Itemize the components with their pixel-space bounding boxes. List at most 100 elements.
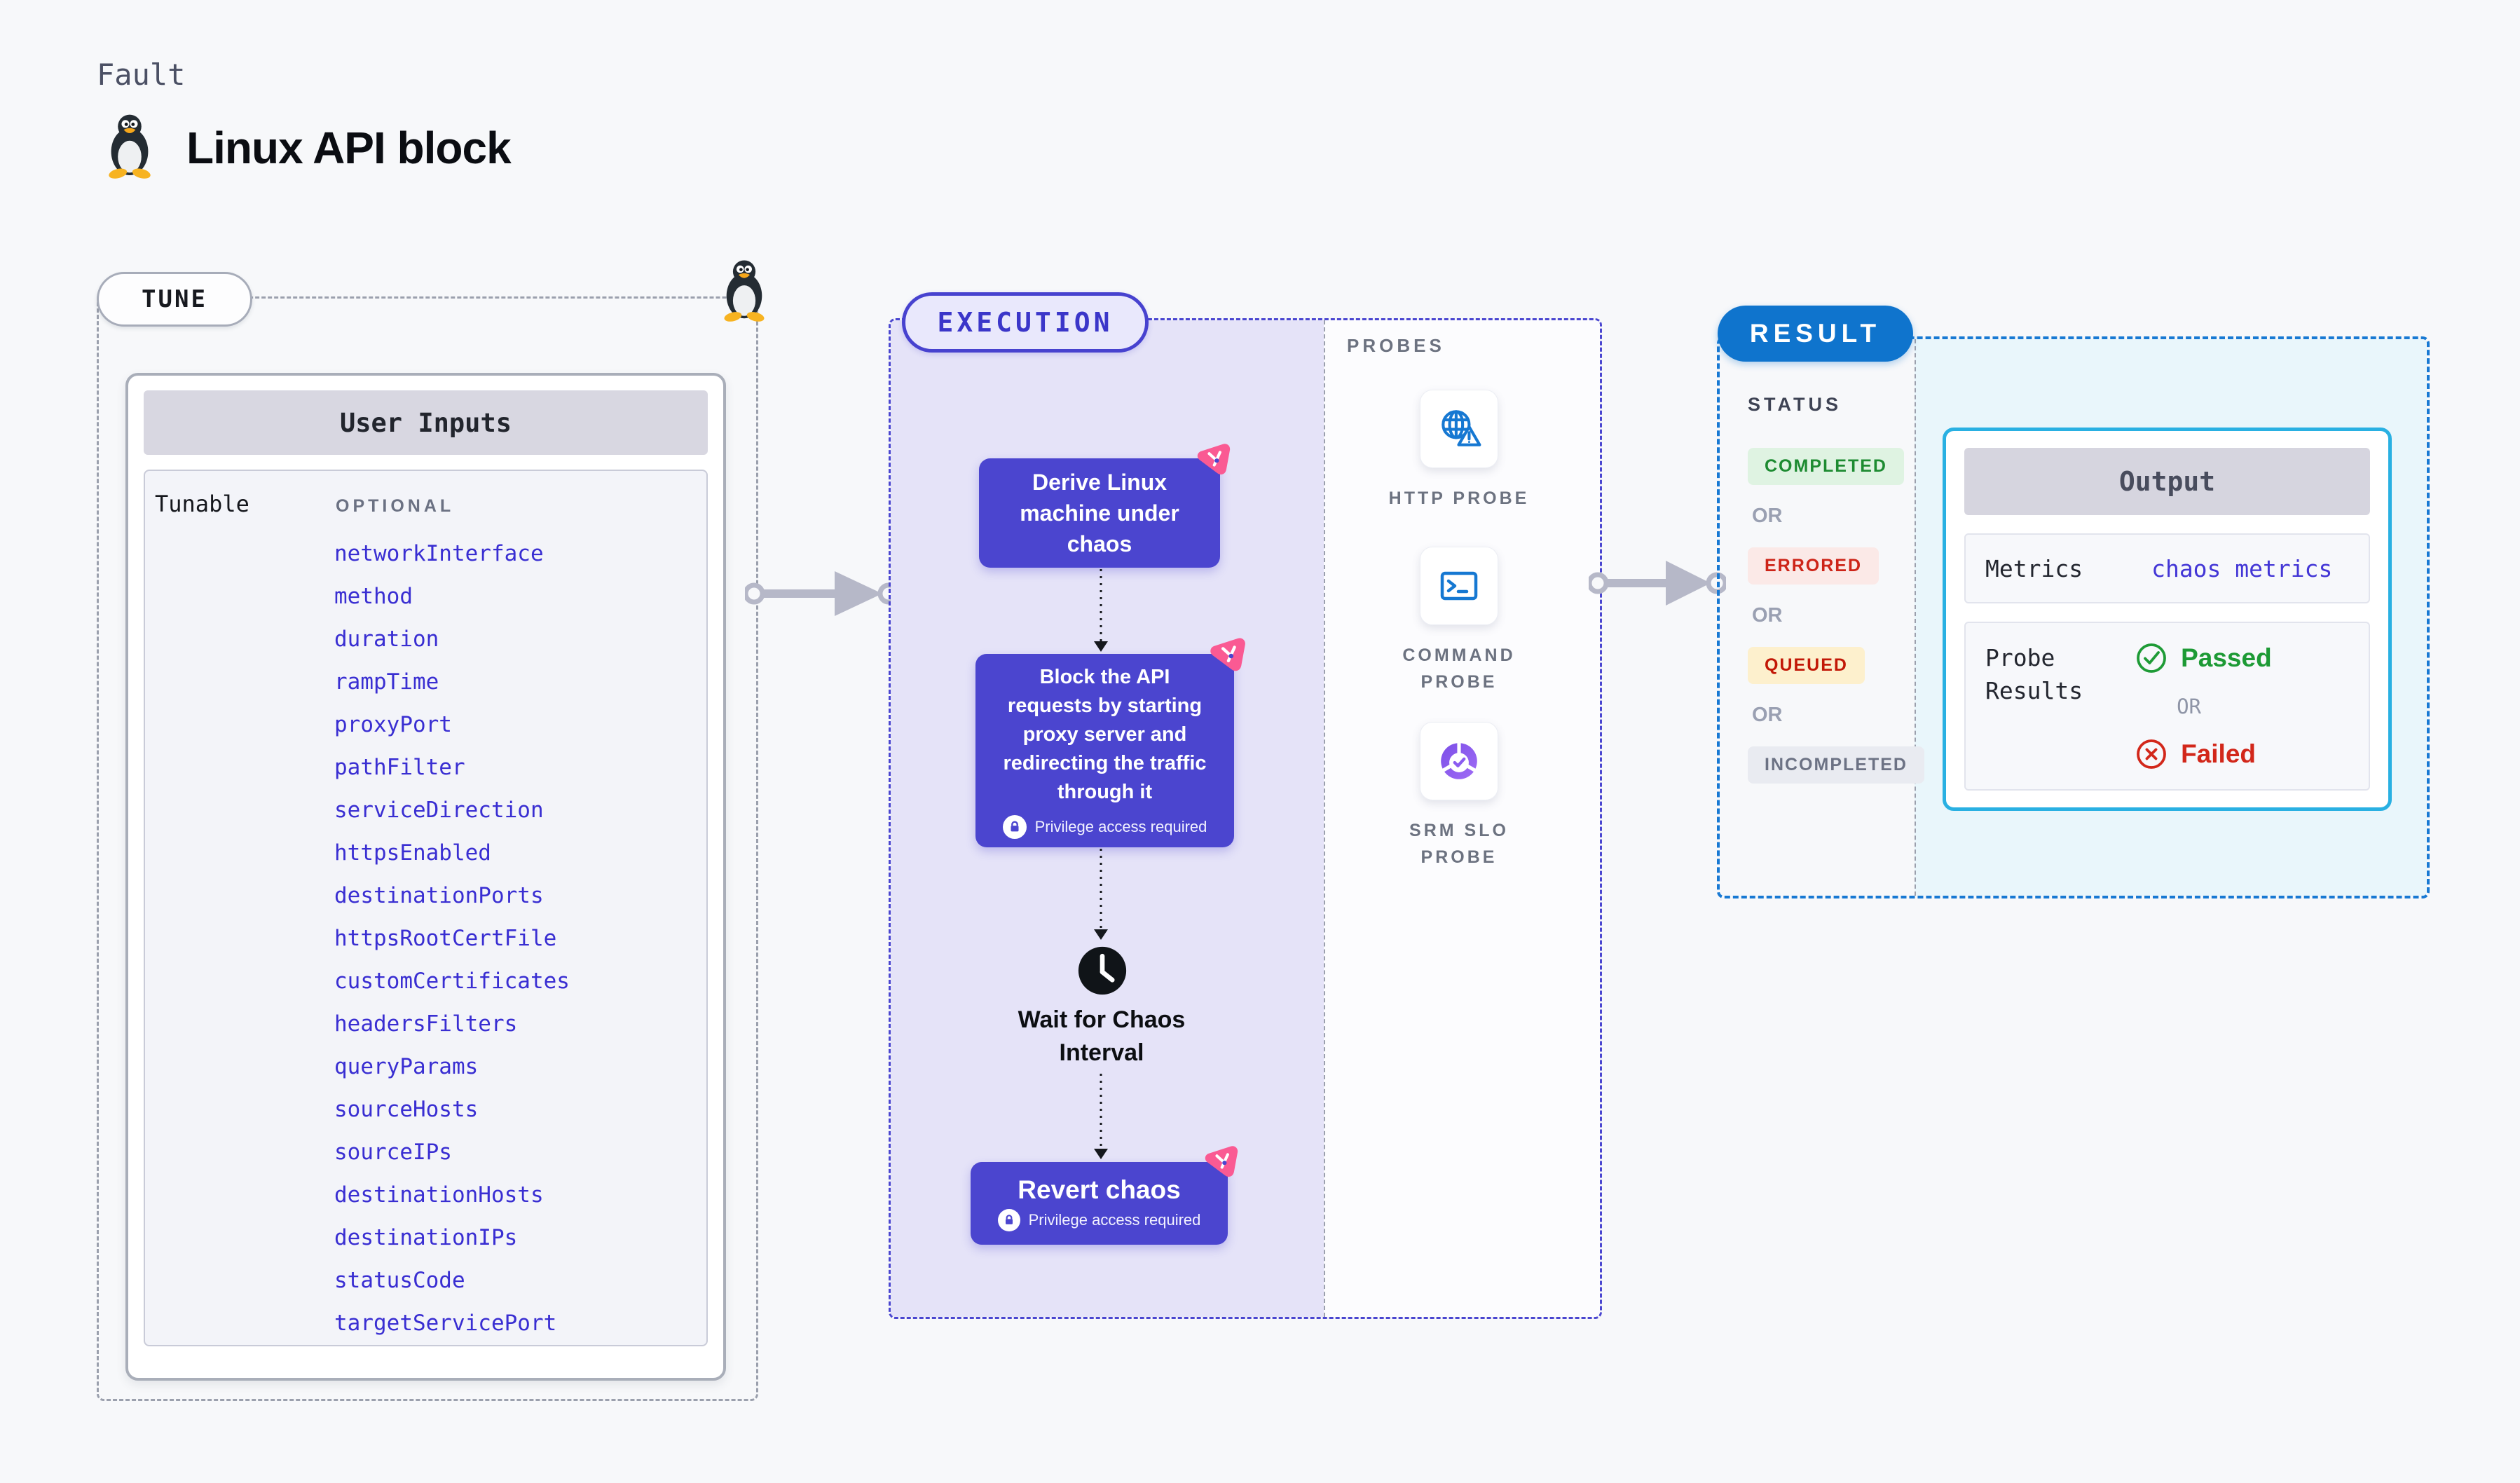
output-card: Output Metrics chaos metrics Probe Resul… (1943, 428, 2392, 811)
node-text: requests by starting (1007, 694, 1203, 717)
param-link[interactable]: serviceDirection (334, 798, 544, 823)
wait-text: Wait for Chaos (1018, 1006, 1186, 1033)
param-link[interactable]: pathFilter (334, 755, 465, 780)
output-title: Output (1964, 448, 2370, 515)
result-section-label: RESULT (1718, 306, 1913, 362)
or-separator: OR (1752, 505, 1783, 527)
globe-warning-icon (1420, 390, 1498, 468)
wait-for-chaos-label: Wait for Chaos Interval (986, 1004, 1217, 1069)
param-link[interactable]: httpsEnabled (334, 840, 491, 866)
probe-label: SRM SLO PROBE (1409, 821, 1509, 867)
lock-icon (997, 1209, 1020, 1231)
param-link[interactable]: destinationPorts (334, 883, 544, 908)
param-link[interactable]: duration (334, 627, 439, 652)
node-text: machine under (1020, 500, 1179, 526)
metrics-label: Metrics (1985, 554, 2083, 582)
probe-srm-slo: SRM SLO PROBE (1378, 722, 1540, 870)
param-link[interactable]: sourceHosts (334, 1097, 479, 1122)
status-badge-incompleted: INCOMPLETED (1748, 746, 1924, 784)
passed-label: Passed (2181, 643, 2272, 672)
param-link[interactable]: targetServicePort (334, 1311, 557, 1336)
param-link[interactable]: headersFilters (334, 1011, 518, 1037)
flow-connector-arrow (1093, 569, 1109, 652)
probes-section-label: PROBES (1347, 335, 1445, 356)
or-separator: OR (1752, 604, 1783, 627)
param-link[interactable]: rampTime (334, 669, 439, 695)
param-link[interactable]: sourceIPs (334, 1140, 452, 1165)
flow-connector-arrow (1093, 849, 1109, 940)
status-badge-queued: QUEUED (1748, 647, 1865, 684)
slo-pie-check-icon (1420, 722, 1498, 800)
node-text: Revert chaos (1018, 1175, 1181, 1204)
execution-to-result-arrow (1589, 561, 1726, 606)
status-badge-errored: ERRORED (1748, 547, 1879, 585)
user-inputs-card: User Inputs Tunable OPTIONAL networkInte… (125, 373, 726, 1381)
failed-label: Failed (2181, 739, 2256, 768)
param-link[interactable]: statusCode (334, 1268, 465, 1293)
passed-result: Passed (2135, 641, 2272, 675)
linux-tux-icon (718, 258, 770, 326)
fault-kicker: Fault (97, 57, 186, 92)
param-link[interactable]: customCertificates (334, 969, 570, 994)
node-text: chaos (1067, 531, 1132, 556)
metrics-row: Metrics chaos metrics (1964, 533, 2370, 603)
metrics-value: chaos metrics (2151, 554, 2333, 582)
optional-tag: OPTIONAL (336, 496, 455, 516)
probe-results-row: Probe Results Passed OR Fai (1964, 622, 2370, 791)
linux-tux-icon (102, 112, 157, 183)
privilege-label: Privilege access required (1034, 817, 1207, 835)
tune-section-border (97, 296, 758, 1401)
node-text: Block the API (1039, 665, 1170, 688)
flow-connector-arrow (1093, 1074, 1109, 1159)
tune-to-execution-arrow (745, 571, 898, 616)
param-link[interactable]: httpsRootCertFile (334, 926, 557, 951)
probe-results-label: Probe Results (1985, 641, 2083, 771)
probe-results-values: Passed OR Failed (2135, 641, 2272, 771)
execution-section-label: EXECUTION (902, 292, 1149, 353)
probes-area (1324, 320, 1600, 1317)
probe-command: COMMAND PROBE (1378, 547, 1540, 695)
lock-icon (1002, 814, 1027, 839)
param-link[interactable]: queryParams (334, 1054, 479, 1079)
probe-results-label-line: Results (1985, 677, 2083, 704)
privilege-badge: Privilege access required (1002, 814, 1207, 839)
clock-icon (1077, 945, 1128, 999)
param-link[interactable]: networkInterface (334, 541, 544, 566)
tunable-row-label: Tunable (155, 491, 249, 517)
param-link[interactable]: method (334, 584, 413, 609)
node-revert-chaos: Revert chaos Privilege access required (971, 1162, 1228, 1245)
node-text: redirecting the traffic (1003, 751, 1207, 774)
probe-label: HTTP PROBE (1388, 488, 1530, 508)
node-derive-machine: Derive Linux machine under chaos (979, 458, 1220, 568)
tunables-panel: Tunable OPTIONAL networkInterface method… (144, 470, 708, 1346)
param-link[interactable]: destinationHosts (334, 1182, 544, 1208)
node-text: proxy server and (1022, 723, 1187, 746)
or-separator: OR (1752, 704, 1783, 726)
chaos-pink-icon (1205, 636, 1248, 683)
tunable-param-list: networkInterface method duration rampTim… (334, 533, 570, 1345)
failed-result: Failed (2135, 737, 2272, 771)
probe-http: HTTP PROBE (1378, 390, 1540, 512)
param-link[interactable]: proxyPort (334, 712, 452, 737)
status-column: STATUS COMPLETED OR ERRORED OR QUEUED OR… (1748, 394, 1924, 784)
chaos-pink-icon (1200, 1144, 1240, 1188)
check-circle-icon (2137, 643, 2166, 673)
user-inputs-title: User Inputs (144, 390, 708, 455)
x-circle-icon (2137, 739, 2166, 769)
probe-label: COMMAND PROBE (1402, 645, 1516, 692)
page-title-row: Linux API block (102, 112, 512, 183)
privilege-badge: Privilege access required (997, 1209, 1201, 1231)
status-title: STATUS (1748, 394, 1842, 415)
chaos-pink-icon (1192, 442, 1233, 486)
node-block-api: Block the API requests by starting proxy… (975, 654, 1234, 847)
param-link[interactable]: destinationIPs (334, 1225, 518, 1250)
probe-results-label-line: Probe (1985, 644, 2055, 671)
terminal-icon (1420, 547, 1498, 625)
node-text: Derive Linux (1032, 470, 1167, 495)
status-badge-completed: COMPLETED (1748, 448, 1904, 485)
privilege-label: Privilege access required (1028, 1211, 1201, 1229)
execution-section-border (889, 318, 1602, 1319)
tune-section-label: TUNE (97, 272, 252, 327)
or-separator: OR (2177, 694, 2201, 718)
